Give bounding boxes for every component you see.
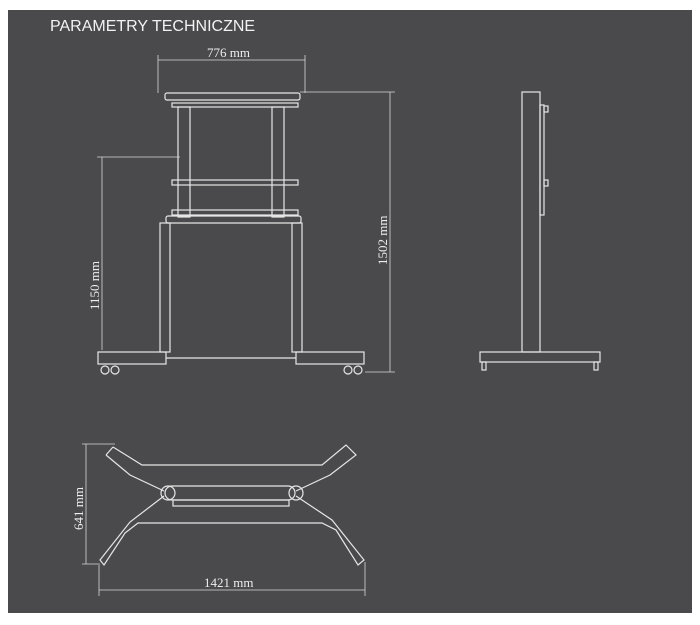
page-title: PARAMETRY TECHNICZNE (50, 18, 256, 35)
dimension-base-width: 1421 mm (98, 562, 366, 596)
dimension-label-1502: 1502 mm (375, 216, 390, 265)
dimension-height-mount: 1150 mm (87, 156, 180, 350)
dimension-width-top: 776 mm (157, 45, 306, 93)
side-view (479, 91, 601, 371)
front-view (97, 92, 365, 375)
bottom-view (99, 444, 365, 567)
dimension-label-1421: 1421 mm (204, 575, 253, 590)
dimension-label-776: 776 mm (207, 45, 250, 60)
dimension-label-1150: 1150 mm (87, 261, 102, 310)
dimension-label-641: 641 mm (71, 487, 86, 530)
dimension-base-depth: 641 mm (71, 443, 115, 565)
dimension-height-total: 1502 mm (300, 91, 395, 373)
technical-drawing-panel: PARAMETRY TECHNICZNE (8, 10, 692, 613)
